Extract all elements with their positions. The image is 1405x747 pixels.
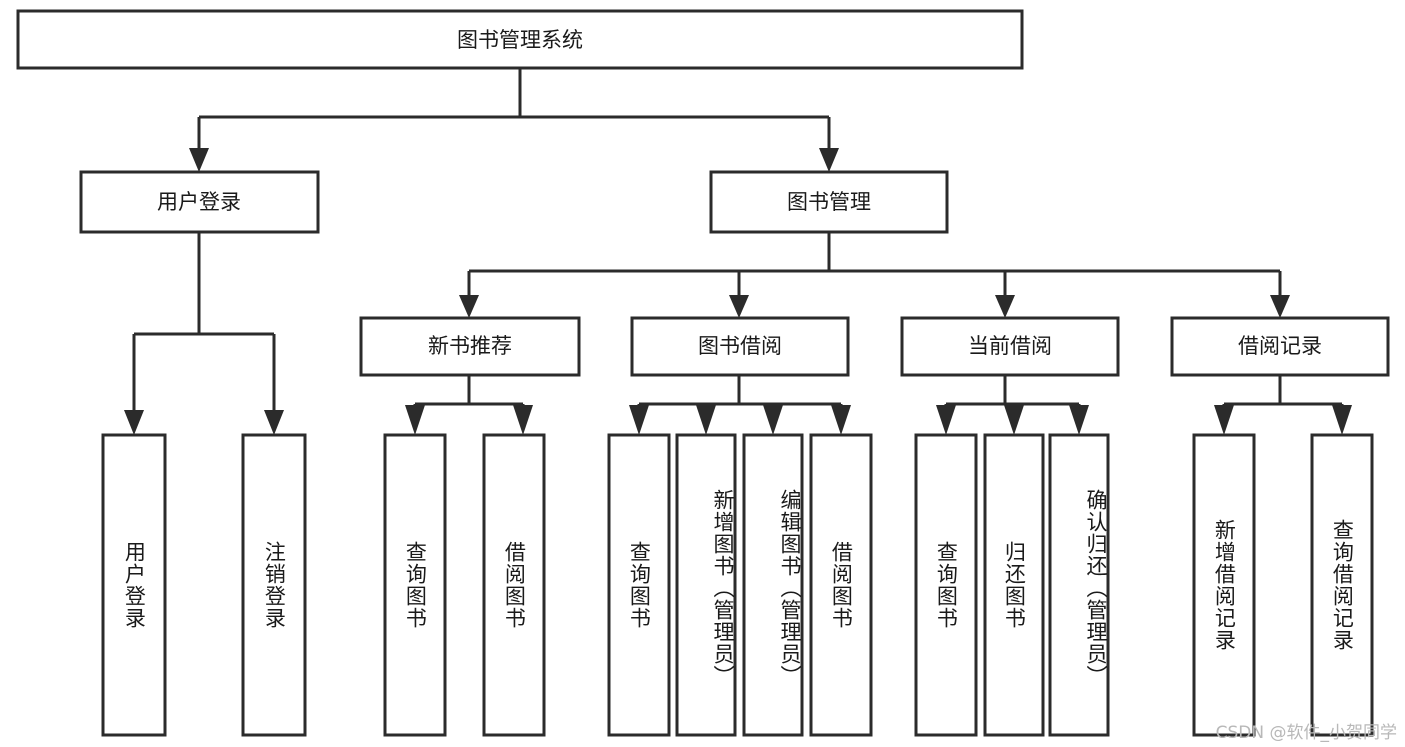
node-current-borrow-label: 当前借阅 <box>968 334 1052 358</box>
leaf-box-bb-1[interactable] <box>607 433 671 737</box>
leaf-box-bb-4[interactable] <box>809 433 873 737</box>
connector-group-borrow-record <box>1214 375 1352 435</box>
arrow-head-user-login-leaf-2 <box>264 410 284 435</box>
connector-group-current-borrow <box>936 375 1089 435</box>
arrow-head-bb-leaf-4 <box>831 405 851 435</box>
node-borrow-record-label: 借阅记录 <box>1238 334 1322 358</box>
node-new-book-recommend-label: 新书推荐 <box>428 334 512 358</box>
arrow-head-cb-leaf-2 <box>1004 405 1024 435</box>
node-user-login-label: 用户登录 <box>157 190 241 214</box>
leaf-box-bb-2[interactable] <box>675 433 737 737</box>
arrow-head-bb-leaf-3 <box>763 405 783 435</box>
leaf-box-br-1[interactable] <box>1192 433 1256 737</box>
arrow-head-user-login <box>189 148 209 172</box>
arrow-head-borrow-record <box>1270 295 1290 318</box>
node-book-mgmt-box[interactable] <box>709 170 949 234</box>
arrow-head-current-borrow <box>995 295 1015 318</box>
connector-group-user-login <box>124 232 284 435</box>
arrow-head-br-leaf-1 <box>1214 405 1234 435</box>
arrow-head-br-leaf-2 <box>1332 405 1352 435</box>
node-user-login-box[interactable] <box>79 170 320 234</box>
leaf-box-cb-2[interactable] <box>983 433 1045 737</box>
node-new-book-recommend-box[interactable] <box>359 316 581 377</box>
arrow-head-bb-leaf-1 <box>629 405 649 435</box>
connector-group-new-book-recommend <box>405 375 533 435</box>
watermark-label: CSDN @软件_小贺同学 <box>1215 723 1397 743</box>
arrow-head-nbr-leaf-2 <box>513 405 533 435</box>
leaf-box-nbr-1[interactable] <box>383 433 447 737</box>
node-root-label: 图书管理系统 <box>457 28 583 52</box>
arrow-head-user-login-leaf-1 <box>124 410 144 435</box>
leaf-box-cb-1[interactable] <box>914 433 978 737</box>
arrow-head-bb-leaf-2 <box>696 405 716 435</box>
leaf-box-cb-3[interactable] <box>1048 433 1110 737</box>
connector-group-book-mgmt <box>459 232 1290 318</box>
arrow-head-book-mgmt <box>819 148 839 172</box>
connector-group-root <box>189 68 839 172</box>
leaf-box-nbr-2[interactable] <box>482 433 546 737</box>
arrow-head-nbr-leaf-1 <box>405 405 425 435</box>
node-book-borrow-box[interactable] <box>630 316 850 377</box>
node-book-mgmt-label: 图书管理 <box>787 190 871 214</box>
arrow-head-cb-leaf-1 <box>936 405 956 435</box>
arrow-head-cb-leaf-3 <box>1069 405 1089 435</box>
node-book-borrow-label: 图书借阅 <box>698 334 782 358</box>
leaf-box-bb-3[interactable] <box>742 433 804 737</box>
node-borrow-record-box[interactable] <box>1170 316 1390 377</box>
leaf-box-user-login-1[interactable] <box>101 433 167 737</box>
leaf-box-user-login-2[interactable] <box>241 433 307 737</box>
node-root-box[interactable] <box>16 9 1024 70</box>
connector-group-book-borrow <box>629 375 851 435</box>
arrow-head-book-borrow <box>729 295 749 318</box>
node-current-borrow-box[interactable] <box>900 316 1120 377</box>
leaf-box-br-2[interactable] <box>1310 433 1374 737</box>
arrow-head-new-book-recommend <box>459 295 479 318</box>
